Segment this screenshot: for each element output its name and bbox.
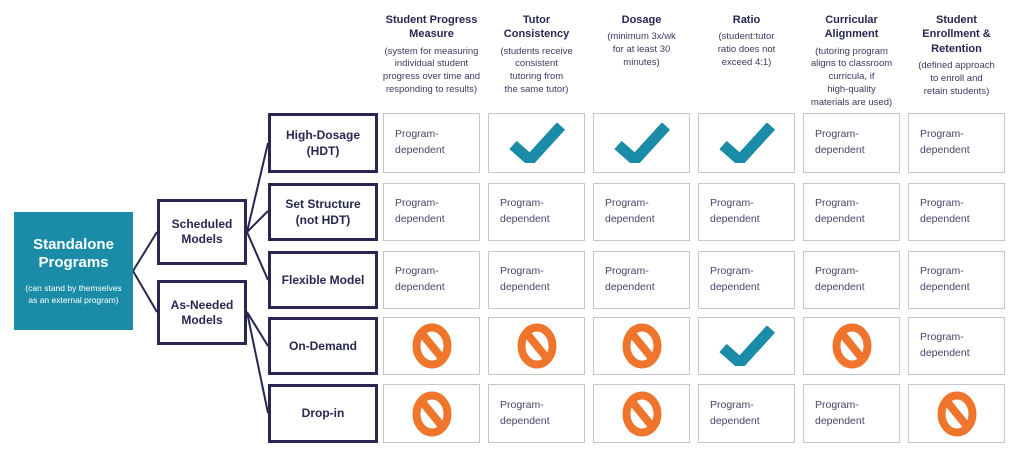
cell-r0-c3 xyxy=(698,113,795,173)
checkmark-icon xyxy=(718,123,775,163)
column-description: (tutoring program aligns to classroom cu… xyxy=(810,45,893,108)
checkmark-icon xyxy=(613,123,670,163)
model-box-0: Scheduled Models xyxy=(157,199,247,265)
model-box-1: As-Needed Models xyxy=(157,280,247,345)
column-description: (student:tutor ratio does not exceed 4:1… xyxy=(717,31,776,68)
column-header-2: Dosage (minimum 3x/wk for at least 30 min… xyxy=(589,13,694,70)
cell-r0-c2 xyxy=(593,113,690,173)
cell-r4-c3: Program-dependent xyxy=(698,384,795,443)
standalone-programs-box: Standalone Programs (can stand by themse… xyxy=(14,212,133,330)
column-title: Student Progress Measure xyxy=(385,14,478,41)
cell-r3-c3 xyxy=(698,317,795,375)
cell-r1-c0: Program-dependent xyxy=(383,183,480,241)
cell-r1-c1: Program-dependent xyxy=(488,183,585,241)
column-header-1: Tutor Consistency (students receive consi… xyxy=(484,13,589,97)
cell-r2-c0: Program-dependent xyxy=(383,251,480,309)
standalone-programs-title: Standalone Programs xyxy=(33,236,114,272)
prohibited-icon xyxy=(622,323,661,369)
row-label-1: Set Structure (not HDT) xyxy=(268,183,378,241)
cell-r1-c2: Program-dependent xyxy=(593,183,690,241)
prohibited-icon xyxy=(937,391,976,436)
program-dependent-label: Program-dependent xyxy=(920,331,970,359)
cell-r1-c5: Program-dependent xyxy=(908,183,1005,241)
row-label-0: High-Dosage (HDT) xyxy=(268,113,378,173)
row-label-4: Drop-in xyxy=(268,384,378,443)
prohibited-icon xyxy=(832,323,871,369)
cell-r2-c4: Program-dependent xyxy=(803,251,900,309)
cell-r0-c4: Program-dependent xyxy=(803,113,900,173)
program-dependent-label: Program-dependent xyxy=(395,128,445,156)
row-label-2: Flexible Model xyxy=(268,251,378,309)
program-dependent-label: Program-dependent xyxy=(920,128,970,156)
column-title: Ratio xyxy=(732,14,761,26)
cell-r3-c5: Program-dependent xyxy=(908,317,1005,375)
cell-r0-c5: Program-dependent xyxy=(908,113,1005,173)
cell-r4-c0 xyxy=(383,384,480,443)
program-dependent-label: Program-dependent xyxy=(920,265,970,293)
cell-r3-c1 xyxy=(488,317,585,375)
column-title: Tutor Consistency xyxy=(503,14,570,41)
prohibited-icon xyxy=(412,323,451,369)
program-dependent-label: Program-dependent xyxy=(815,128,865,156)
cell-r4-c2 xyxy=(593,384,690,443)
program-dependent-label: Program-dependent xyxy=(710,265,760,293)
cell-r4-c5 xyxy=(908,384,1005,443)
column-description: (students receive consistent tutoring fr… xyxy=(500,45,573,96)
prohibited-icon xyxy=(412,391,451,436)
column-title: Student Enrollment & Retention xyxy=(922,14,991,55)
column-header-4: Curricular Alignment (tutoring program al… xyxy=(799,13,904,110)
cell-r1-c3: Program-dependent xyxy=(698,183,795,241)
program-dependent-label: Program-dependent xyxy=(920,197,970,225)
column-title: Dosage xyxy=(621,14,662,26)
cell-r2-c3: Program-dependent xyxy=(698,251,795,309)
cell-r1-c4: Program-dependent xyxy=(803,183,900,241)
cell-r0-c1 xyxy=(488,113,585,173)
program-dependent-label: Program-dependent xyxy=(815,197,865,225)
column-description: (minimum 3x/wk for at least 30 minutes) xyxy=(607,31,676,68)
column-title: Curricular Alignment xyxy=(824,14,879,41)
program-dependent-label: Program-dependent xyxy=(815,398,865,427)
cell-r0-c0: Program-dependent xyxy=(383,113,480,173)
column-header-0: Student Progress Measure (system for meas… xyxy=(379,13,484,97)
program-dependent-label: Program-dependent xyxy=(605,265,655,293)
column-header-3: Ratio (student:tutor ratio does not excee… xyxy=(694,13,799,70)
prohibited-icon xyxy=(622,391,661,436)
checkmark-icon xyxy=(718,326,775,366)
column-header-5: Student Enrollment & Retention (defined a… xyxy=(904,13,1009,98)
program-dependent-label: Program-dependent xyxy=(605,197,655,225)
program-dependent-label: Program-dependent xyxy=(500,197,550,225)
cell-r3-c4 xyxy=(803,317,900,375)
column-description: (defined approach to enroll and retain s… xyxy=(918,59,995,97)
program-dependent-label: Program-dependent xyxy=(500,265,550,293)
cell-r2-c2: Program-dependent xyxy=(593,251,690,309)
program-dependent-label: Program-dependent xyxy=(710,197,760,225)
cell-r4-c4: Program-dependent xyxy=(803,384,900,443)
cell-r2-c1: Program-dependent xyxy=(488,251,585,309)
standalone-programs-subtitle: (can stand by themselves as an external … xyxy=(25,283,122,305)
program-dependent-label: Program-dependent xyxy=(710,398,760,427)
row-label-3: On-Demand xyxy=(268,317,378,375)
cell-r3-c2 xyxy=(593,317,690,375)
checkmark-icon xyxy=(508,123,565,163)
program-dependent-label: Program-dependent xyxy=(395,197,445,225)
cell-r2-c5: Program-dependent xyxy=(908,251,1005,309)
program-dependent-label: Program-dependent xyxy=(395,265,445,293)
cell-r3-c0 xyxy=(383,317,480,375)
prohibited-icon xyxy=(517,323,556,369)
program-dependent-label: Program-dependent xyxy=(815,265,865,293)
cell-r4-c1: Program-dependent xyxy=(488,384,585,443)
program-dependent-label: Program-dependent xyxy=(500,398,550,427)
column-description: (system for measuring individual student… xyxy=(382,45,481,96)
